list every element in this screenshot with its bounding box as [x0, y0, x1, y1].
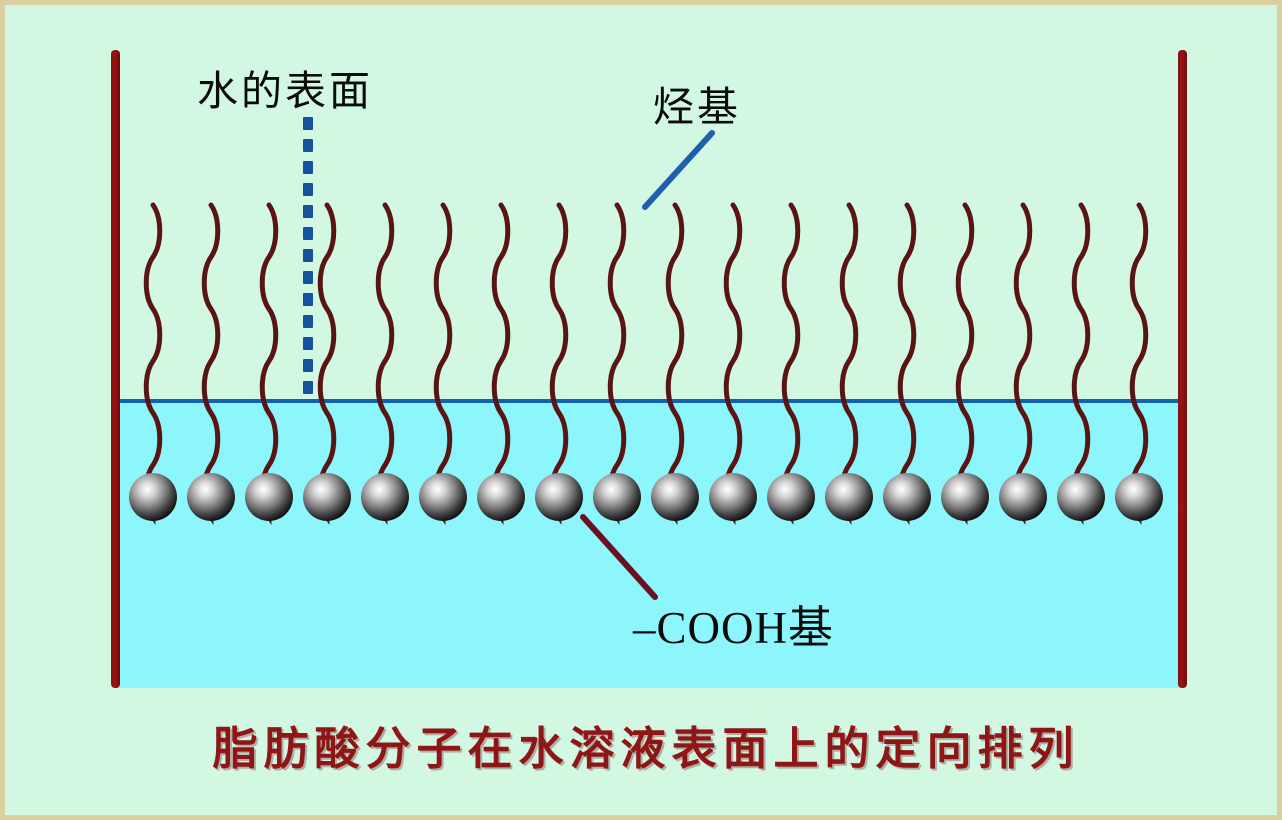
water-surface-line [117, 399, 1183, 403]
hydrocarbon-leader-line [642, 130, 715, 210]
water-surface-dashed-marker [303, 117, 313, 403]
container-wall-left [111, 50, 120, 688]
label-water-surface: 水的表面 [197, 68, 373, 114]
label-carboxyl-group: –COOH基 [633, 603, 835, 653]
figure-caption: 脂肪酸分子在水溶液表面上的定向排列 [212, 724, 1080, 774]
container-wall-right [1178, 50, 1187, 688]
label-hydrocarbon-group: 烃基 [653, 84, 741, 130]
